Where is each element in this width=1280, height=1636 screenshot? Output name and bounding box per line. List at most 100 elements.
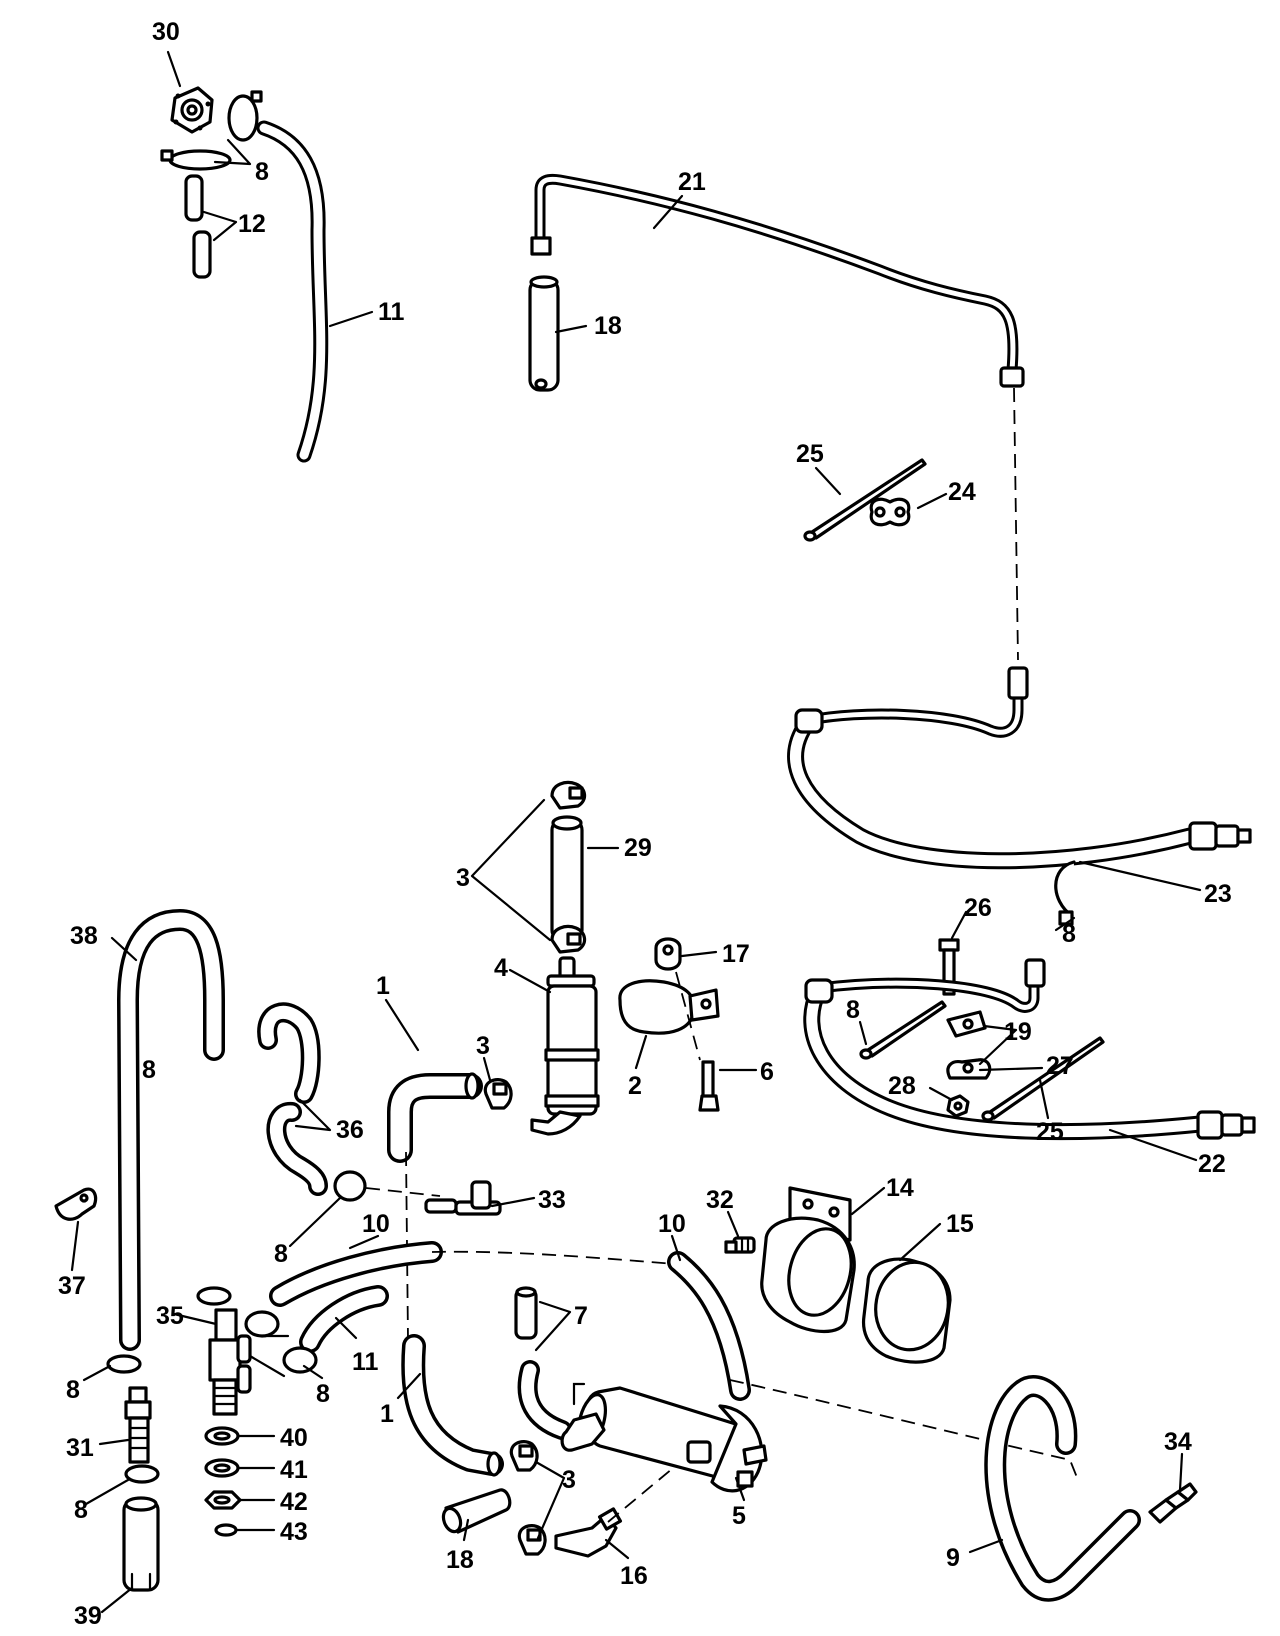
fuel-hose-39 bbox=[122, 1496, 160, 1592]
fuel-hose-10-right bbox=[667, 1251, 751, 1401]
callout-11: 11 bbox=[378, 298, 405, 326]
o-ring-43 bbox=[214, 1523, 238, 1537]
fuel-hose-1-upper bbox=[387, 1072, 483, 1163]
bracket-14 bbox=[760, 1186, 856, 1333]
nut-42 bbox=[204, 1490, 242, 1510]
callout-40: 40 bbox=[280, 1424, 308, 1452]
grommet-24 bbox=[869, 497, 911, 527]
connection-line-8-33 bbox=[365, 1187, 441, 1197]
fuel-line-21 bbox=[530, 173, 1025, 388]
hose-clamp-8-left bbox=[333, 1170, 367, 1202]
callout-38: 38 bbox=[70, 922, 98, 950]
callout-8-left: 8 bbox=[142, 1056, 156, 1084]
bolt-6 bbox=[698, 1060, 720, 1112]
callout-29: 29 bbox=[624, 834, 652, 862]
connection-line-21-23 bbox=[1013, 387, 1019, 661]
callout-43: 43 bbox=[280, 1518, 308, 1546]
callout-34: 34 bbox=[1164, 1428, 1192, 1456]
callout-41: 41 bbox=[280, 1456, 308, 1484]
callout-31: 31 bbox=[66, 1434, 94, 1462]
callout-18-lower: 18 bbox=[446, 1546, 474, 1574]
callout-9: 9 bbox=[946, 1544, 960, 1572]
hose-clamp-3-mid bbox=[483, 1078, 513, 1110]
clamp-19 bbox=[946, 1010, 992, 1080]
fitting-34 bbox=[1148, 1482, 1198, 1524]
callout-33: 33 bbox=[538, 1186, 566, 1214]
connection-line-10 bbox=[431, 1250, 677, 1265]
tee-fitting-33 bbox=[424, 1180, 502, 1216]
callout-4: 4 bbox=[494, 954, 508, 982]
callout-18: 18 bbox=[594, 312, 622, 340]
callout-14: 14 bbox=[886, 1174, 914, 1202]
callout-15: 15 bbox=[946, 1210, 974, 1238]
bolt-26 bbox=[938, 938, 960, 996]
callout-8: 8 bbox=[255, 158, 269, 186]
callout-28: 28 bbox=[888, 1072, 916, 1100]
callout-21: 21 bbox=[678, 168, 706, 196]
cup-15 bbox=[861, 1257, 952, 1364]
callout-30: 30 bbox=[152, 18, 180, 46]
callout-3-lower: 3 bbox=[562, 1466, 576, 1494]
spacer-17 bbox=[654, 937, 682, 971]
callout-10: 10 bbox=[362, 1210, 390, 1238]
callout-3-mid: 3 bbox=[476, 1032, 490, 1060]
callout-24: 24 bbox=[948, 478, 976, 506]
hose-clamp-3-lower bbox=[509, 1440, 547, 1556]
callout-8-31: 8 bbox=[66, 1376, 80, 1404]
fuel-hose-1-lower bbox=[401, 1334, 504, 1477]
callout-12: 12 bbox=[238, 210, 266, 238]
clip-37 bbox=[54, 1187, 98, 1221]
callout-32: 32 bbox=[706, 1186, 734, 1214]
fuel-hose-38 bbox=[117, 909, 225, 1351]
fuel-filter-4 bbox=[530, 956, 600, 1136]
fuel-filter-5 bbox=[560, 1382, 768, 1493]
callout-23: 23 bbox=[1204, 880, 1232, 908]
fuel-line-23 bbox=[787, 666, 1252, 870]
callout-26: 26 bbox=[964, 894, 992, 922]
callout-22: 22 bbox=[1198, 1150, 1226, 1178]
fuel-hose-36 bbox=[257, 1002, 328, 1196]
callout-37: 37 bbox=[58, 1272, 86, 1300]
callout-36: 36 bbox=[336, 1116, 364, 1144]
callout-19: 19 bbox=[1004, 1018, 1032, 1046]
hose-clamp-8-right bbox=[1054, 860, 1076, 926]
callout-8-lower: 8 bbox=[274, 1240, 288, 1268]
clamp-bracket-2 bbox=[618, 979, 720, 1035]
fuel-hose-11-top bbox=[256, 120, 329, 463]
callout-11-lower: 11 bbox=[352, 1348, 379, 1376]
callout-39: 39 bbox=[74, 1602, 102, 1630]
fitting-31 bbox=[124, 1386, 152, 1464]
hose-clamp-3-upper bbox=[550, 780, 587, 954]
callout-5: 5 bbox=[732, 1502, 746, 1530]
callout-6: 6 bbox=[760, 1058, 774, 1086]
callout-25-right: 25 bbox=[1036, 1118, 1064, 1146]
hose-clamp-8-group bbox=[106, 1286, 318, 1484]
callout-8-35: 8 bbox=[316, 1380, 330, 1408]
cable-tie-8-mid bbox=[859, 1000, 947, 1060]
leader-lines bbox=[70, 50, 1202, 1614]
washer-41 bbox=[204, 1458, 240, 1478]
connection-line-5-9 bbox=[729, 1379, 1079, 1481]
callout-27: 27 bbox=[1046, 1052, 1074, 1080]
fuel-hose-10-left bbox=[269, 1241, 443, 1307]
fuel-tube-12 bbox=[184, 174, 212, 279]
fuel-hose-11-lower bbox=[299, 1285, 389, 1353]
fuel-hose-18-top bbox=[528, 275, 560, 392]
callout-35: 35 bbox=[156, 1302, 184, 1330]
callout-25: 25 bbox=[796, 440, 824, 468]
callout-42: 42 bbox=[280, 1488, 308, 1516]
callout-labels: 30 8 12 11 21 18 25 24 29 3 23 38 4 17 2… bbox=[58, 18, 1232, 1630]
fuel-line-22 bbox=[803, 958, 1256, 1141]
fuel-hose-29 bbox=[550, 815, 584, 942]
fuel-hose-9 bbox=[984, 1375, 1141, 1602]
callout-8-39: 8 bbox=[74, 1496, 88, 1524]
cable-tie-25-right bbox=[981, 1036, 1105, 1122]
callout-8-right: 8 bbox=[1062, 920, 1076, 948]
fuel-hose-7 bbox=[514, 1286, 572, 1440]
callout-16: 16 bbox=[620, 1562, 648, 1590]
callout-1: 1 bbox=[376, 972, 390, 1000]
callout-7: 7 bbox=[574, 1302, 588, 1330]
callout-2: 2 bbox=[628, 1072, 642, 1100]
fuel-hose-18-lower bbox=[441, 1488, 512, 1534]
